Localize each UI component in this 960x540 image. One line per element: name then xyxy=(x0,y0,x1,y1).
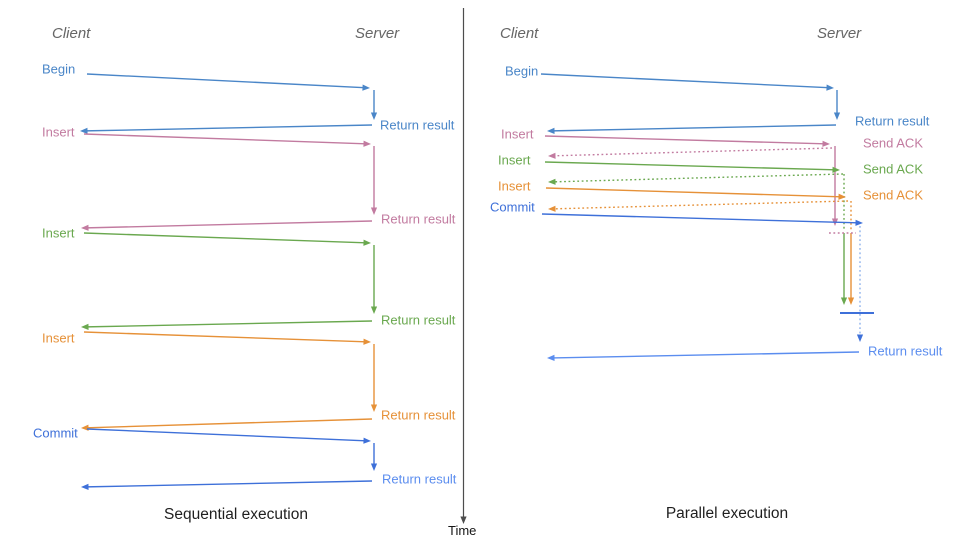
server-column-header: Server xyxy=(817,25,862,42)
label-insert-3: Insert xyxy=(42,330,75,346)
insert-1-response-arrowhead xyxy=(81,224,89,231)
insert-2-processing-arrowhead xyxy=(840,297,848,305)
label-return-begin: Return result xyxy=(855,113,930,129)
insert-1-ack-line xyxy=(553,147,833,157)
commit-request-line xyxy=(541,213,858,224)
insert-1-request-line xyxy=(83,133,366,145)
label-insert-3: Insert xyxy=(498,178,531,194)
label-insert-2: Insert xyxy=(498,152,531,168)
sequential-message-wires xyxy=(80,73,378,490)
label-return-insert-3: Return result xyxy=(381,407,456,423)
insert-3-request-arrowhead xyxy=(838,193,846,200)
insert-3-processing-arrowhead xyxy=(847,297,855,305)
label-send-ack-2: Send ACK xyxy=(863,161,923,177)
label-send-ack-1: Send ACK xyxy=(863,135,923,151)
commit-response-arrowhead xyxy=(547,354,555,361)
commit-request-arrowhead xyxy=(363,437,371,444)
commit-processing-arrowhead xyxy=(370,463,378,471)
begin-processing-arrowhead xyxy=(370,112,378,120)
insert-1-request-arrowhead xyxy=(822,140,830,147)
insert-2-ack-arrowhead xyxy=(548,178,556,185)
commit-response-line xyxy=(86,480,373,488)
begin-request-line xyxy=(540,73,829,89)
insert-3-response-line xyxy=(86,418,373,429)
insert-2-response-line xyxy=(86,320,373,328)
label-send-ack-3: Send ACK xyxy=(863,187,923,203)
label-return-insert-2: Return result xyxy=(381,312,456,328)
sequential-title: Sequential execution xyxy=(164,506,308,523)
insert-1-ack-arrowhead xyxy=(548,152,556,159)
insert-2-response-arrowhead xyxy=(81,323,89,330)
begin-response-line xyxy=(552,124,837,132)
insert-2-request-line xyxy=(83,232,366,244)
insert-2-request-arrowhead xyxy=(832,166,840,173)
insert-1-response-line xyxy=(86,220,373,229)
insert-2-request-arrowhead xyxy=(363,239,371,246)
insert-3-request-arrowhead xyxy=(363,338,371,345)
time-axis-label: Time xyxy=(448,523,477,538)
begin-request-line xyxy=(86,73,365,89)
label-begin: Begin xyxy=(42,61,76,77)
insert-1-processing-arrowhead xyxy=(831,218,839,226)
insert-2-processing-arrowhead xyxy=(370,306,378,314)
insert-3-processing-arrowhead xyxy=(370,404,378,412)
client-column-header: Client xyxy=(52,25,91,42)
insert-3-ack-arrowhead xyxy=(548,205,556,212)
insert-3-ack-line xyxy=(553,200,849,210)
begin-request-arrowhead xyxy=(826,84,834,91)
label-return-insert-1: Return result xyxy=(381,211,456,227)
insert-2-request-line xyxy=(544,161,835,171)
commit-apply-arrowhead xyxy=(856,334,864,342)
insert-3-response-arrowhead xyxy=(81,424,89,431)
begin-response-line xyxy=(85,124,373,132)
parallel-message-wires xyxy=(540,73,874,361)
commit-response-line xyxy=(552,351,860,359)
insert-3-request-line xyxy=(83,331,366,343)
begin-response-arrowhead xyxy=(547,127,555,134)
server-column-header: Server xyxy=(355,25,400,42)
client-column-header: Client xyxy=(500,25,539,42)
label-begin: Begin xyxy=(505,63,539,79)
parallel-title: Parallel execution xyxy=(665,505,789,522)
insert-3-request-line xyxy=(545,187,841,198)
commit-request-line xyxy=(86,428,366,442)
label-return-begin: Return result xyxy=(380,117,455,133)
begin-processing-arrowhead xyxy=(833,112,841,120)
label-commit: Commit xyxy=(490,199,535,215)
label-insert-1: Insert xyxy=(42,124,75,140)
label-return-commit: Return result xyxy=(868,343,943,359)
insert-1-request-line xyxy=(544,135,825,145)
begin-request-arrowhead xyxy=(362,84,370,91)
insert-1-processing-arrowhead xyxy=(370,207,378,215)
begin-response-arrowhead xyxy=(80,127,88,134)
label-insert-2: Insert xyxy=(42,225,75,241)
commit-request-arrowhead xyxy=(855,219,863,226)
commit-response-arrowhead xyxy=(81,483,89,490)
insert-2-ack-line xyxy=(553,173,844,183)
label-insert-1: Insert xyxy=(501,126,534,142)
label-commit: Commit xyxy=(33,425,78,441)
label-return-commit: Return result xyxy=(382,471,457,487)
insert-1-request-arrowhead xyxy=(363,140,371,147)
